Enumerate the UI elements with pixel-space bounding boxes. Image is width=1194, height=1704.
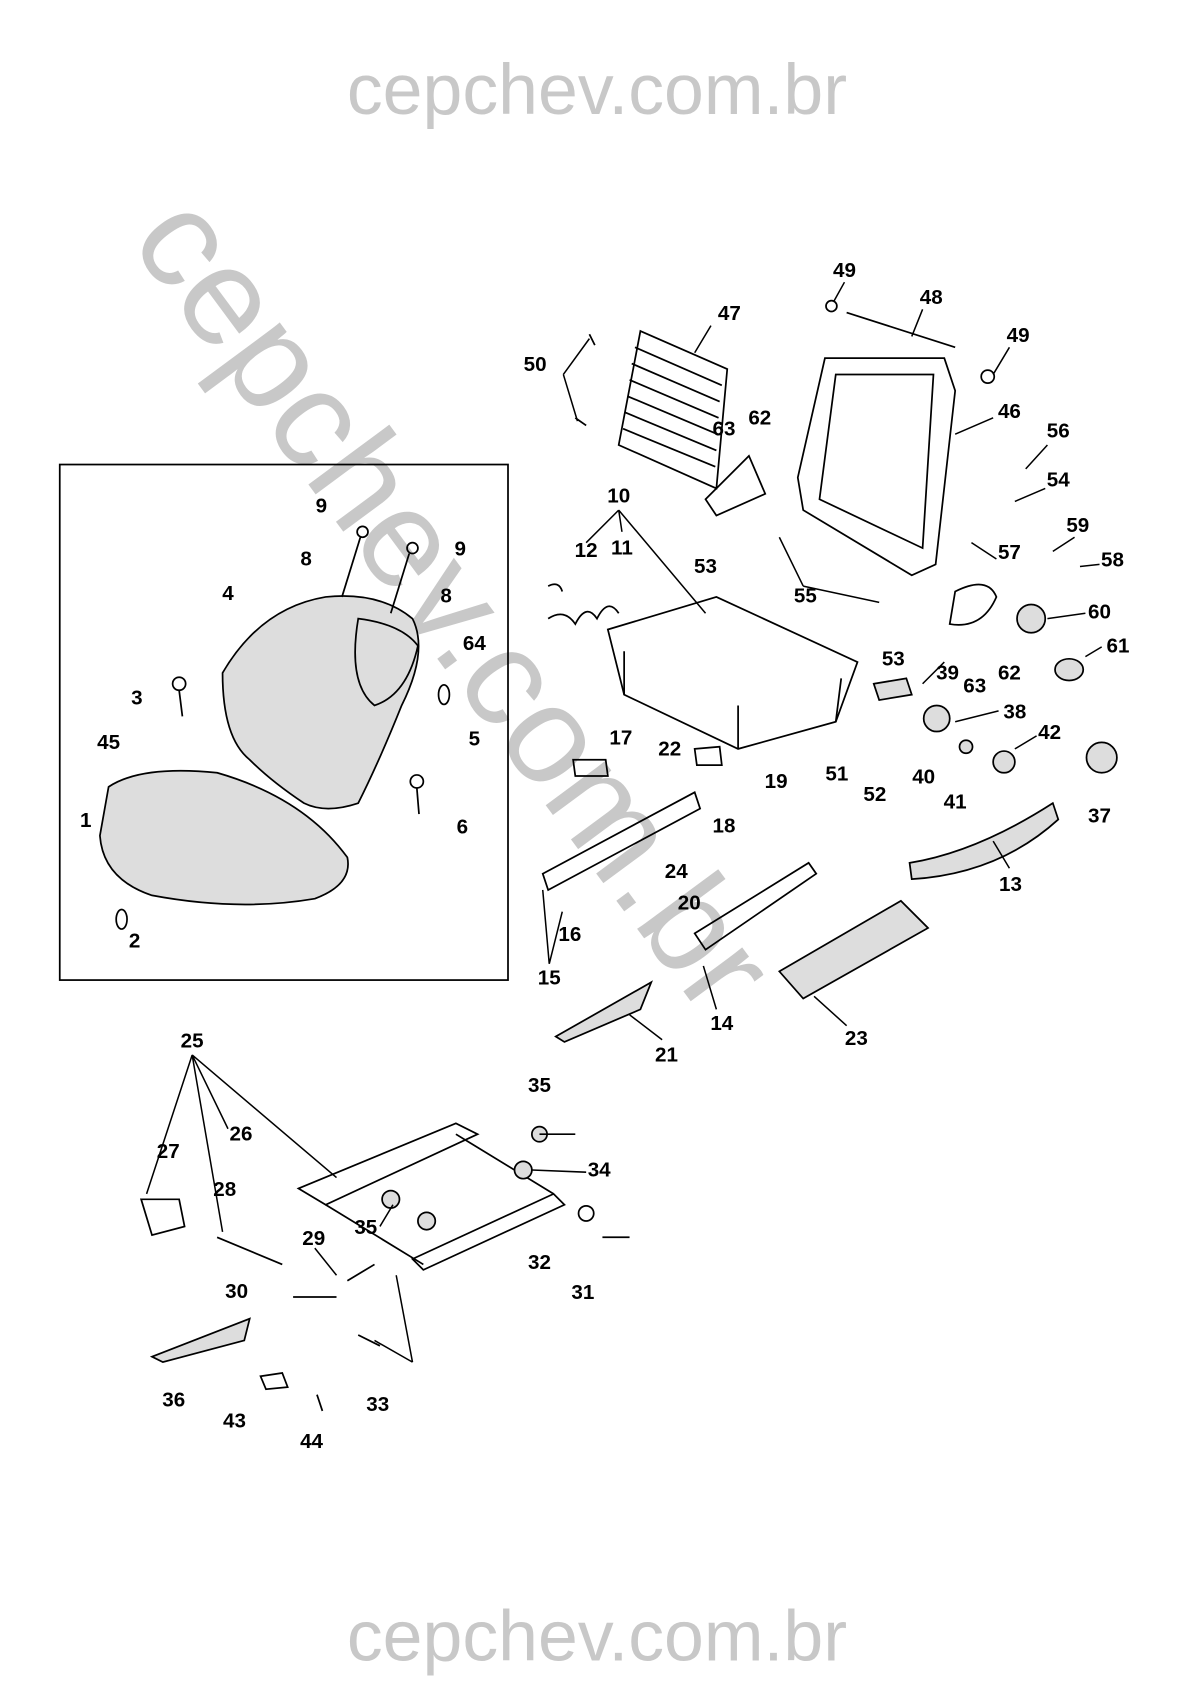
callout-63: 63: [963, 674, 986, 697]
callout-17: 17: [609, 727, 632, 750]
callout-39: 39: [936, 661, 959, 684]
callout-56: 56: [1047, 419, 1070, 442]
callout-29: 29: [302, 1227, 325, 1250]
callout-45: 45: [97, 731, 120, 754]
callout-62: 62: [748, 406, 771, 429]
callout-48: 48: [920, 286, 943, 309]
inset-frame: [58, 463, 509, 981]
callout-42: 42: [1038, 721, 1061, 744]
callout-31: 31: [571, 1281, 594, 1304]
callout-59: 59: [1066, 514, 1089, 537]
callout-34: 34: [588, 1159, 611, 1182]
callout-35: 35: [528, 1074, 551, 1097]
callout-16: 16: [558, 923, 581, 946]
upper-seat-rails: [541, 745, 930, 1043]
callout-53: 53: [694, 555, 717, 578]
callout-9: 9: [316, 494, 327, 517]
callout-38: 38: [1003, 701, 1026, 724]
callout-1: 1: [80, 809, 91, 832]
callout-23: 23: [845, 1027, 868, 1050]
callout-25: 25: [181, 1029, 204, 1052]
callout-5: 5: [469, 728, 480, 751]
callout-3: 3: [131, 686, 142, 709]
callout-40: 40: [912, 766, 935, 789]
callout-21: 21: [655, 1043, 678, 1066]
headrest-guides: [341, 525, 419, 614]
callout-18: 18: [713, 814, 736, 837]
callout-61: 61: [1106, 634, 1129, 657]
callout-28: 28: [213, 1178, 236, 1201]
callout-8: 8: [300, 547, 311, 570]
callout-52: 52: [863, 783, 886, 806]
callout-33: 33: [366, 1393, 389, 1416]
callout-41: 41: [944, 791, 967, 814]
callout-58: 58: [1101, 549, 1124, 572]
callout-60: 60: [1088, 601, 1111, 624]
callout-8: 8: [440, 584, 451, 607]
seat-back-cover: [221, 595, 420, 810]
callout-51: 51: [825, 762, 848, 785]
callout-44: 44: [300, 1430, 323, 1453]
callout-13: 13: [999, 873, 1022, 896]
callout-11: 11: [611, 537, 633, 560]
callout-49: 49: [833, 259, 856, 282]
callout-50: 50: [524, 353, 547, 376]
callout-53: 53: [882, 647, 905, 670]
callout-4: 4: [222, 582, 234, 605]
callout-10: 10: [607, 485, 630, 508]
callout-43: 43: [223, 1409, 246, 1432]
callout-47: 47: [718, 302, 741, 325]
leader-lines: [145, 281, 1103, 1363]
callout-22: 22: [658, 737, 681, 760]
callout-64: 64: [463, 632, 486, 655]
callout-37: 37: [1088, 805, 1111, 828]
callout-49: 49: [1007, 324, 1030, 347]
seat-adjuster-track: [139, 1122, 630, 1412]
callout-36: 36: [162, 1389, 185, 1412]
back-wire-and-springs: [574, 299, 996, 427]
callout-9: 9: [455, 538, 466, 561]
recliner-plates: [704, 454, 1085, 682]
callout-15: 15: [538, 966, 561, 989]
callout-54: 54: [1047, 468, 1070, 491]
callout-24: 24: [665, 860, 688, 883]
seat-back-frame: [796, 357, 957, 577]
screws-and-clips: [115, 676, 451, 930]
callout-20: 20: [678, 892, 701, 915]
callout-2: 2: [129, 930, 140, 953]
seat-cushion-frame: [547, 583, 859, 750]
callout-19: 19: [765, 770, 788, 793]
callout-14: 14: [710, 1012, 733, 1035]
seat-cushion-cover: [99, 769, 349, 906]
callout-6: 6: [457, 816, 468, 839]
callout-57: 57: [998, 541, 1021, 564]
callout-12: 12: [575, 539, 598, 562]
callout-46: 46: [998, 400, 1021, 423]
callout-30: 30: [225, 1280, 248, 1303]
back-suspension-mat: [617, 329, 729, 490]
recliner-mechanism-parts: [872, 677, 1118, 881]
callout-35: 35: [354, 1216, 377, 1239]
callout-26: 26: [230, 1123, 253, 1146]
callout-55: 55: [794, 584, 817, 607]
callout-27: 27: [157, 1140, 180, 1163]
watermark-bottom: cepchev.com.br: [347, 1597, 847, 1677]
callout-62: 62: [998, 661, 1021, 684]
watermark-top: cepchev.com.br: [347, 50, 847, 130]
callout-63: 63: [713, 417, 736, 440]
callout-32: 32: [528, 1251, 551, 1274]
